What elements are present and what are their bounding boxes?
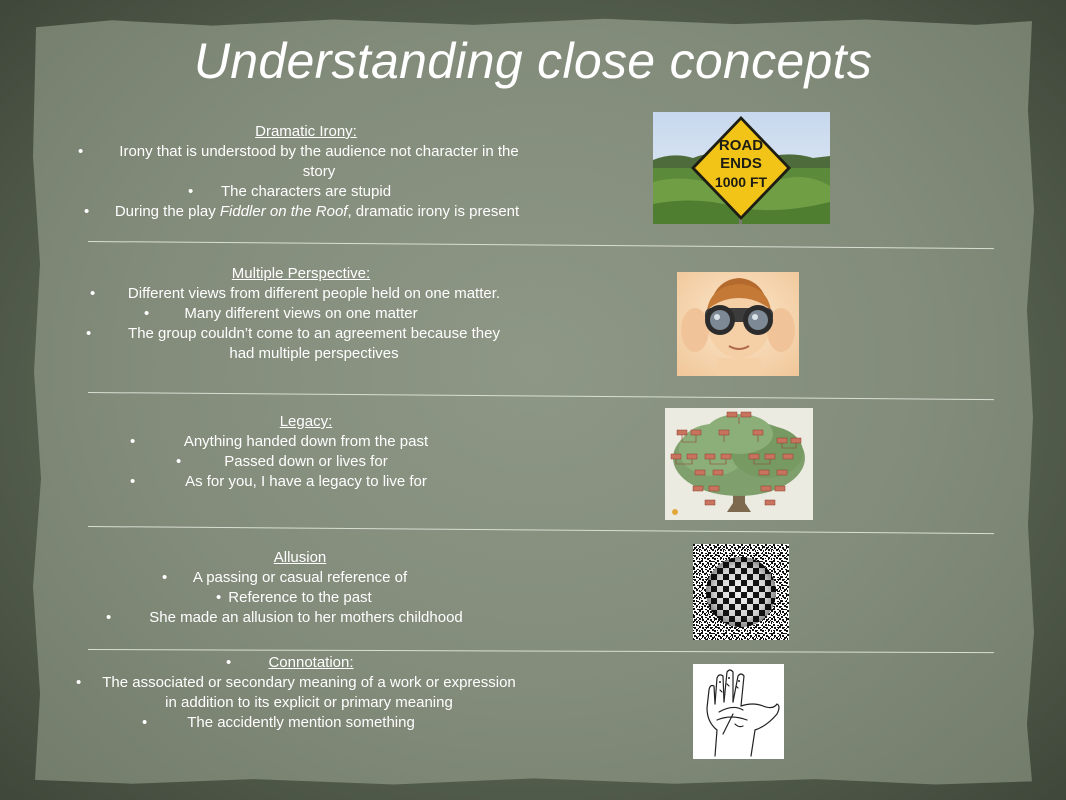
slide-title: Understanding close concepts	[193, 33, 873, 89]
bullet-item: • She made an allusion to her mothers ch…	[100, 608, 500, 628]
palm-hand-icon	[693, 664, 784, 759]
section-connotation: • Connotation: • The associated or secon…	[76, 653, 526, 733]
bullet-dot: •	[142, 714, 148, 731]
bullet-text: As for you, I have a legacy to live for	[185, 473, 427, 490]
bullet-item: • Reference to the past	[100, 588, 500, 608]
bullet-item: • A passing or casual reference of	[100, 568, 500, 588]
sign-text-line: ENDS	[720, 155, 762, 172]
palm-image	[693, 664, 784, 759]
bullet-text: The group couldn’t come to an agreement …	[128, 325, 500, 362]
bullet-item: • Different views from different people …	[86, 284, 516, 304]
bullet-item: • Passed down or lives for	[126, 452, 486, 472]
bullet-item: • The characters are stupid	[76, 182, 536, 202]
road-sign-icon: ROAD ENDS 1000 FT	[653, 112, 830, 224]
bullet-item: • Many different views on one matter	[86, 304, 516, 324]
bullet-dot: •	[78, 143, 84, 160]
bullet-dot: •	[86, 325, 92, 342]
bullet-text: Anything handed down from the past	[183, 433, 429, 450]
section-multiple-perspective: Multiple Perspective: • Different views …	[86, 264, 516, 364]
section-legacy: Legacy: • Anything handed down from the …	[126, 412, 486, 492]
bullet-text: Many different views on one matter	[184, 305, 418, 322]
bullet-text: The characters are stupid	[220, 183, 392, 200]
play-title: Fiddler on the Roof	[219, 203, 348, 220]
bullet-dot: •	[130, 473, 136, 490]
binoculars-icon	[677, 272, 799, 376]
bullet-dot: •	[76, 674, 82, 691]
sign-text-line: 1000 FT	[715, 174, 768, 190]
bullet-dot: •	[144, 305, 150, 322]
tree-icon	[665, 408, 813, 520]
section-dramatic-irony: Dramatic Irony: • Irony that is understo…	[76, 122, 536, 222]
bullet-item: • During the play Fiddler on the Roof, d…	[76, 202, 536, 222]
bullet-dot: •	[162, 569, 168, 586]
bullet-text: Passed down or lives for	[224, 453, 388, 470]
bullet-dot: •	[216, 589, 222, 606]
bullet-dot: •	[84, 203, 90, 220]
bullet-dot: •	[90, 285, 96, 302]
bullet-text: Irony that is understood by the audience…	[119, 143, 519, 180]
bullet-text: Different views from different people he…	[127, 285, 501, 302]
slide-paper-background	[33, 18, 1034, 785]
bullet-item: • The associated or secondary meaning of…	[76, 673, 526, 713]
bullet-text-part: During the play	[114, 203, 220, 220]
bullet-text: During the play Fiddler on the Roof, dra…	[82, 202, 530, 222]
section-heading: Dramatic Irony:	[255, 123, 357, 140]
bullet-item: • Irony that is understood by the audien…	[76, 142, 536, 182]
bullet-text: The associated or secondary meaning of a…	[102, 674, 516, 711]
bullet-text-part: , dramatic irony is present	[347, 203, 520, 220]
bullet-dot: •	[226, 654, 232, 671]
section-heading: Multiple Perspective:	[231, 265, 371, 282]
bullet-item: • As for you, I have a legacy to live fo…	[126, 472, 486, 492]
bullet-item: • The group couldn’t come to an agreemen…	[86, 324, 516, 364]
section-heading: Allusion	[273, 549, 327, 566]
road-sign-image: ROAD ENDS 1000 FT	[653, 112, 830, 224]
bullet-dot: •	[130, 433, 136, 450]
optical-illusion-icon	[693, 544, 789, 640]
section-allusion: Allusion • A passing or casual reference…	[100, 548, 500, 628]
bullet-text: She made an allusion to her mothers chil…	[149, 609, 463, 626]
section-heading: Connotation:	[268, 654, 354, 671]
bullet-text: A passing or casual reference of	[192, 569, 408, 586]
bullet-item: • The accidently mention something	[76, 713, 526, 733]
optical-illusion-image	[693, 544, 789, 640]
section-heading-item: • Connotation:	[76, 653, 526, 673]
bullet-dot: •	[188, 183, 194, 200]
bullet-text: Reference to the past	[228, 589, 372, 606]
bullet-item: • Anything handed down from the past	[126, 432, 486, 452]
bullet-dot: •	[176, 453, 182, 470]
bullet-dot: •	[106, 609, 112, 626]
section-heading: Legacy:	[279, 413, 333, 430]
sign-text-line: ROAD	[719, 137, 763, 154]
binoculars-image	[677, 272, 799, 376]
bullet-text: The accidently mention something	[187, 714, 415, 731]
family-tree-image	[665, 408, 813, 520]
